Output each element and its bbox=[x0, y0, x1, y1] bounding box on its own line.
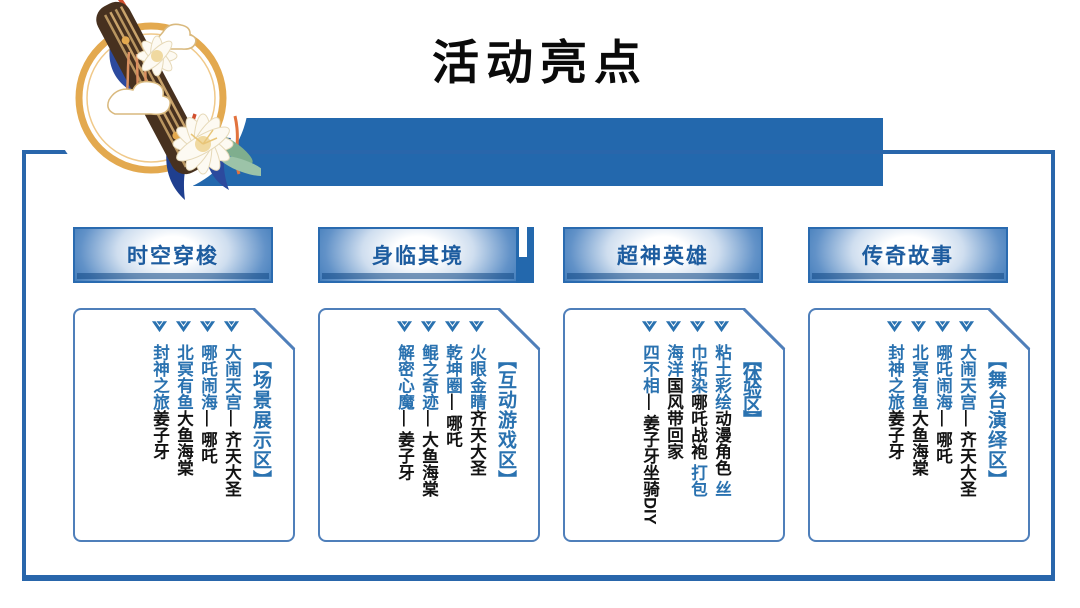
epiphyllum-flower-icon bbox=[136, 35, 234, 175]
slide-border-frame bbox=[22, 150, 1055, 581]
list-item: 解密心魔— 姜子牙 bbox=[396, 320, 414, 534]
double-chevron-down-arrow-icon bbox=[713, 321, 730, 333]
list-item: 封神之旅姜子牙 bbox=[886, 320, 904, 534]
list-item: 北冥有鱼大鱼海棠 bbox=[910, 320, 928, 534]
double-chevron-down-arrow-icon bbox=[910, 321, 927, 333]
list-item: 粘土彩绘动漫角色 丝 bbox=[713, 320, 731, 534]
card-corner-cut bbox=[743, 308, 786, 351]
cloud-icon bbox=[107, 23, 197, 116]
card-title: 【场景展示区】 bbox=[250, 350, 271, 490]
gold-ring-icon bbox=[75, 22, 227, 174]
double-chevron-down-arrow-icon bbox=[886, 321, 903, 333]
section-card-4: 【舞台演绎区】 大闹天宫— 齐天大圣 哪吒闹海— 哪吒 北冥有鱼大鱼海棠 封神之… bbox=[808, 308, 1031, 542]
page-title: 活动亮点 bbox=[432, 36, 648, 89]
section-card-3: 【体验区】 粘土彩绘动漫角色 丝 巾拓染哪吒战袍 打包 海洋国风带回家 四不相—… bbox=[563, 308, 786, 542]
tab-notch-decoration bbox=[519, 227, 527, 257]
tab-label: 身临其境 bbox=[372, 245, 464, 268]
section-card-1: 【场景展示区】 大闹天宫— 齐天大圣 哪吒闹海— 哪吒 北冥有鱼大鱼海棠 封神之… bbox=[73, 308, 296, 542]
sections-grid: 时空穿梭 【场景展示区】 大闹天宫— 齐天大圣 哪吒闹海— 哪吒 北冥有鱼大鱼海… bbox=[73, 227, 1031, 542]
list-item: 火眼金睛齐天大圣 bbox=[468, 320, 486, 534]
list-item: 哪吒闹海— 哪吒 bbox=[934, 320, 952, 534]
card-corner-cut bbox=[498, 308, 541, 351]
section-time-travel: 时空穿梭 【场景展示区】 大闹天宫— 齐天大圣 哪吒闹海— 哪吒 北冥有鱼大鱼海… bbox=[73, 227, 296, 542]
card-title: 【体验区】 bbox=[740, 350, 761, 425]
list-item: 大闹天宫— 齐天大圣 bbox=[958, 320, 976, 534]
tab-label: 时空穿梭 bbox=[127, 245, 219, 268]
double-chevron-down-arrow-icon bbox=[175, 321, 192, 333]
section-legend-story: 传奇故事 【舞台演绎区】 大闹天宫— 齐天大圣 哪吒闹海— 哪吒 北冥有鱼大鱼海… bbox=[808, 227, 1031, 542]
section-immersive: 身临其境 【互动游戏区】 火眼金睛齐天大圣 乾坤圈— 哪吒 鲲之奇迹— 大鱼海棠… bbox=[318, 227, 541, 542]
double-chevron-down-arrow-icon bbox=[420, 321, 437, 333]
list-item: 哪吒闹海— 哪吒 bbox=[199, 320, 217, 534]
double-chevron-down-arrow-icon bbox=[468, 321, 485, 333]
list-item: 四不相— 姜子牙坐骑DIY bbox=[641, 320, 659, 534]
card-corner-cut bbox=[253, 308, 296, 351]
tab-button-1[interactable]: 时空穿梭 bbox=[73, 227, 273, 283]
tab-button-4[interactable]: 传奇故事 bbox=[808, 227, 1008, 283]
double-chevron-down-arrow-icon bbox=[223, 321, 240, 333]
double-chevron-down-arrow-icon bbox=[199, 321, 216, 333]
card-title: 【互动游戏区】 bbox=[495, 350, 516, 490]
double-chevron-down-arrow-icon bbox=[444, 321, 461, 333]
double-chevron-down-arrow-icon bbox=[958, 321, 975, 333]
list-item: 大闹天宫— 齐天大圣 bbox=[223, 320, 241, 534]
list-item: 巾拓染哪吒战袍 打包 bbox=[689, 320, 707, 534]
double-chevron-down-arrow-icon bbox=[934, 321, 951, 333]
double-chevron-down-arrow-icon bbox=[665, 321, 682, 333]
tab-label: 传奇故事 bbox=[862, 245, 954, 268]
double-chevron-down-arrow-icon bbox=[151, 321, 168, 333]
double-chevron-down-arrow-icon bbox=[396, 321, 413, 333]
guzheng-flower-illustration-icon bbox=[49, 0, 261, 200]
card-corner-cut bbox=[988, 308, 1031, 351]
double-chevron-down-arrow-icon bbox=[641, 321, 658, 333]
list-item: 鲲之奇迹— 大鱼海棠 bbox=[420, 320, 438, 534]
list-item: 北冥有鱼大鱼海棠 bbox=[175, 320, 193, 534]
list-item: 乾坤圈— 哪吒 bbox=[444, 320, 462, 534]
section-super-heroes: 超神英雄 【体验区】 粘土彩绘动漫角色 丝 巾拓染哪吒战袍 打包 海洋国风带回家… bbox=[563, 227, 786, 542]
list-item: 海洋国风带回家 bbox=[665, 320, 683, 534]
tab-button-3[interactable]: 超神英雄 bbox=[563, 227, 763, 283]
tab-label: 超神英雄 bbox=[617, 245, 709, 268]
tab-button-2[interactable]: 身临其境 bbox=[318, 227, 534, 283]
section-card-2: 【互动游戏区】 火眼金睛齐天大圣 乾坤圈— 哪吒 鲲之奇迹— 大鱼海棠 解密心魔… bbox=[318, 308, 541, 542]
card-title: 【舞台演绎区】 bbox=[985, 350, 1006, 490]
list-item: 封神之旅姜子牙 bbox=[151, 320, 169, 534]
double-chevron-down-arrow-icon bbox=[689, 321, 706, 333]
